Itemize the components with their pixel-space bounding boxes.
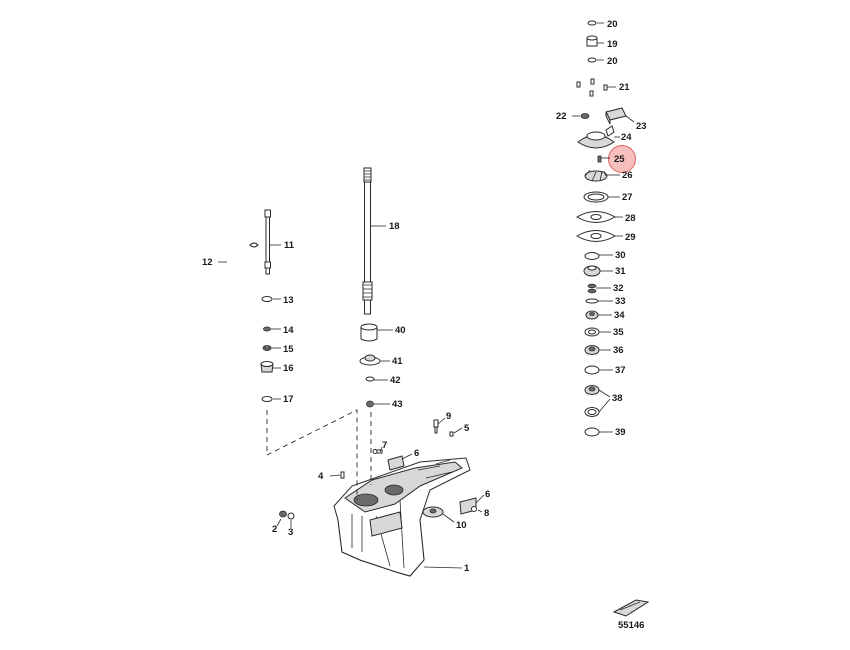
callout-14: 14 (283, 325, 294, 336)
gasket-27-part[interactable] (583, 191, 609, 203)
callout-3: 3 (288, 527, 293, 538)
oring-13-part[interactable] (261, 296, 273, 302)
callout-43: 43 (392, 399, 403, 410)
pin-5-part[interactable] (449, 431, 454, 437)
gasket-29-part[interactable] (576, 230, 616, 242)
callout-30: 30 (615, 250, 626, 261)
callout-25: 25 (614, 154, 625, 165)
insert-22-part[interactable] (580, 113, 590, 119)
callout-9: 9 (446, 411, 451, 422)
callout-13: 13 (283, 295, 294, 306)
screw-9-part[interactable] (433, 419, 439, 434)
seals-32-part[interactable] (587, 283, 597, 294)
callout-28: 28 (625, 213, 636, 224)
cover-23-part[interactable] (605, 107, 627, 125)
oring-42-part[interactable] (365, 376, 375, 382)
pump-housing-24-part[interactable] (577, 125, 615, 149)
callout-18: 18 (389, 221, 400, 232)
callout-21: 21 (619, 82, 630, 93)
callout-20b: 20 (607, 56, 618, 67)
callout-42: 42 (390, 375, 401, 386)
callout-2: 2 (272, 524, 277, 535)
callout-32: 32 (613, 283, 624, 294)
callout-19: 19 (607, 39, 618, 50)
callout-20a: 20 (607, 19, 618, 30)
callout-24: 24 (621, 132, 632, 143)
seal-carrier-31-part[interactable] (583, 265, 601, 277)
callout-29: 29 (625, 232, 636, 243)
bearing-36-part[interactable] (584, 345, 600, 355)
e-clip-part[interactable] (249, 242, 259, 248)
callout-41: 41 (392, 356, 403, 367)
callout-12: 12 (202, 257, 213, 268)
oring-37-part[interactable] (584, 365, 600, 375)
retainer-34-part[interactable] (585, 310, 599, 320)
seal-15-part[interactable] (262, 345, 272, 351)
bearing-38-part[interactable] (584, 385, 600, 417)
highlight-circle (608, 145, 636, 173)
callout-33: 33 (615, 296, 626, 307)
callout-10: 10 (456, 520, 467, 531)
callout-7: 7 (382, 440, 387, 451)
oring-33-part[interactable] (585, 298, 599, 304)
screw-8-part[interactable] (471, 506, 477, 512)
screw-7-part[interactable] (372, 449, 383, 454)
callout-31: 31 (615, 266, 626, 277)
callout-11: 11 (284, 240, 295, 251)
key-25-part[interactable] (597, 155, 602, 163)
bushing-16-part[interactable] (260, 361, 274, 373)
callout-17: 17 (283, 394, 294, 405)
assembly-dashed-lines (266, 409, 372, 500)
washer-43-part[interactable] (366, 400, 374, 408)
callout-22: 22 (556, 111, 567, 122)
boat-icon (612, 599, 650, 617)
sleeve-19-part[interactable] (586, 35, 598, 47)
anode-6a-part[interactable] (387, 455, 405, 471)
callout-36: 36 (613, 345, 624, 356)
callout-34: 34 (614, 310, 625, 321)
callout-5: 5 (464, 423, 470, 434)
bearing-40-part[interactable] (360, 323, 378, 342)
screws-21-part[interactable] (576, 78, 608, 97)
callout-15: 15 (283, 344, 294, 355)
oring-20b-part[interactable] (587, 57, 597, 63)
callout-labels: 1 2 3 4 5 6 6 7 8 9 10 11 12 13 14 15 16… (202, 19, 647, 631)
driveshaft-part[interactable] (362, 167, 373, 315)
callout-6b: 6 (485, 489, 490, 500)
gear-housing-part[interactable] (333, 457, 471, 577)
pin-4-part[interactable] (340, 471, 345, 479)
callout-35: 35 (613, 327, 624, 338)
impeller-26-part[interactable] (584, 169, 608, 182)
trim-tab-10-part[interactable] (422, 506, 444, 518)
shift-shaft-part[interactable] (264, 209, 271, 275)
washer-14-part[interactable] (263, 326, 271, 332)
callout-6a: 6 (414, 448, 419, 459)
oring-39-part[interactable] (584, 427, 600, 437)
callout-37: 37 (615, 365, 626, 376)
callout-27: 27 (622, 192, 633, 203)
washer-3-part[interactable] (287, 512, 295, 520)
plate-28-part[interactable] (576, 211, 616, 223)
callout-38: 38 (612, 393, 623, 404)
oring-20a-part[interactable] (587, 20, 597, 26)
washer-35-part[interactable] (584, 327, 600, 337)
leader-lines (218, 22, 635, 569)
callout-4: 4 (318, 471, 324, 482)
callout-40: 40 (395, 325, 406, 336)
nut-2-part[interactable] (279, 510, 287, 518)
pump-base-41-part[interactable] (359, 354, 381, 366)
oring-17-part[interactable] (261, 396, 273, 402)
diagram-id: 55146 (618, 620, 644, 631)
callout-23: 23 (636, 121, 647, 132)
callout-26: 26 (622, 170, 633, 181)
oring-30-part[interactable] (584, 252, 600, 260)
callout-1: 1 (464, 563, 470, 574)
callout-8: 8 (484, 508, 489, 519)
callout-39: 39 (615, 427, 626, 438)
callout-16: 16 (283, 363, 294, 374)
